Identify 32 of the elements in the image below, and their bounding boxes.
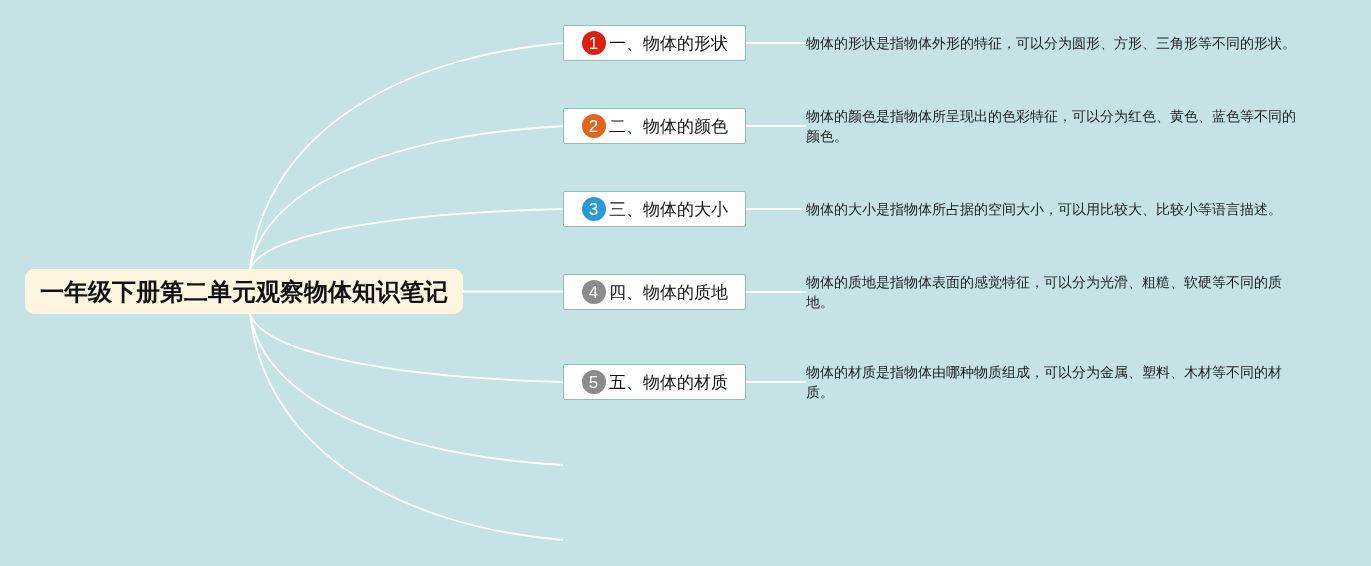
topic-label: 五、物体的材质 — [608, 371, 728, 393]
connector-line — [745, 125, 807, 127]
connector-line — [462, 290, 564, 293]
topic-label: 二、物体的颜色 — [608, 115, 728, 137]
step-number: 4 — [581, 280, 606, 304]
topic-label: 一、物体的形状 — [608, 32, 728, 54]
step-number: 3 — [581, 197, 606, 221]
topic-label: 三、物体的大小 — [608, 198, 728, 220]
topic-box — [563, 274, 746, 310]
connector-line — [745, 291, 807, 293]
connector-line — [745, 42, 807, 44]
topic-box — [563, 364, 746, 400]
topic-box — [563, 25, 746, 61]
step-number: 2 — [581, 114, 606, 138]
description-text: 物体的大小是指物体所占据的空间大小，可以用比较大、比较小等语言描述。 — [806, 199, 1326, 219]
central-topic: 一年级下册第二单元观察物体知识笔记 — [25, 269, 463, 314]
description-text: 物体的形状是指物体外形的特征，可以分为圆形、方形、三角形等不同的形状。 — [806, 33, 1326, 53]
topic-box — [563, 108, 746, 144]
step-number: 5 — [581, 370, 606, 394]
description-text: 物体的材质是指物体由哪种物质组成，可以分为金属、塑料、木材等不同的材质。 — [806, 362, 1300, 402]
topic-label: 四、物体的质地 — [608, 281, 728, 303]
description-text: 物体的质地是指物体表面的感觉特征，可以分为光滑、粗糙、软硬等不同的质地。 — [806, 272, 1300, 312]
connector-line — [249, 313, 564, 383]
connector-line — [249, 313, 564, 466]
topic-box — [563, 191, 746, 227]
connector-line — [249, 208, 564, 270]
description-text: 物体的颜色是指物体所呈现出的色彩特征，可以分为红色、黄色、蓝色等不同的颜色。 — [806, 106, 1300, 146]
connector-line — [249, 125, 564, 270]
connector-line — [249, 313, 564, 541]
connector-line — [745, 381, 807, 383]
step-number: 1 — [581, 31, 606, 55]
connector-line — [745, 208, 807, 210]
